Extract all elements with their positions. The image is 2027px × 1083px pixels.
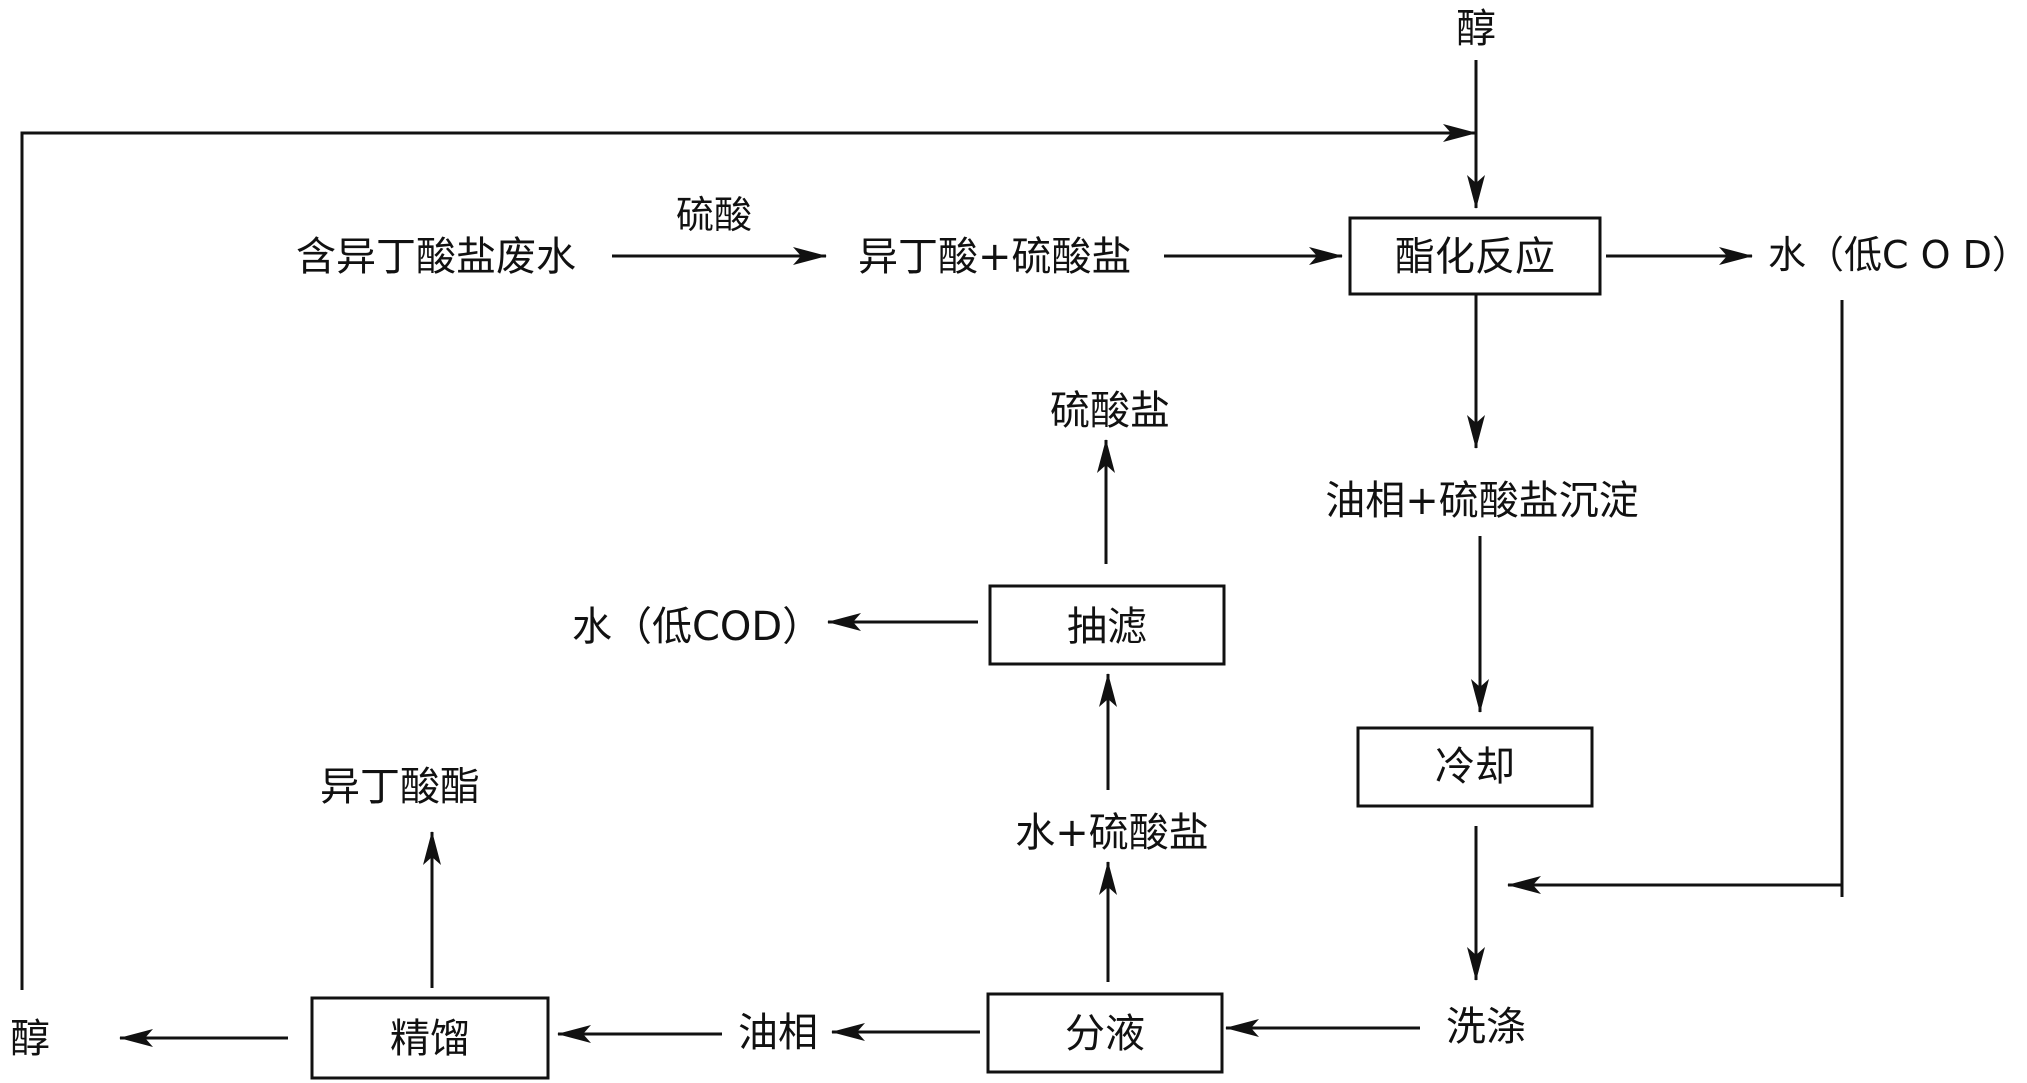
acid-plus-salt-label: 异丁酸+硫酸盐 [858,234,1132,280]
esterification-box [1348,216,1602,296]
alcohol-bottom-label: 醇 [10,1016,50,1062]
oil-plus-precipitate-label: 油相+硫酸盐沉淀 [1325,478,1639,524]
rectification-label: 精馏 [390,1016,470,1062]
cooling-label: 冷却 [1435,744,1515,790]
alcohol-top-label: 醇 [1456,6,1496,52]
suction-filtration-label: 抽滤 [1067,604,1147,650]
recycle-alcohol-line [20,131,1476,990]
cooling-box [1356,726,1594,808]
isobutyrate-ester-label: 异丁酸酯 [320,764,480,810]
water-low-cod-right-label: 水（低C O D） [1768,233,2027,277]
washing-label: 洗涤 [1446,1004,1526,1050]
water-low-cod-left-label: 水（低COD） [572,604,822,650]
suction-filtration-box [988,584,1226,666]
separation-label: 分液 [1065,1011,1145,1057]
separation-box [986,992,1224,1074]
sulfate-label: 硫酸盐 [1050,388,1170,434]
sulfuric-acid-label: 硫酸 [676,193,752,237]
wastewater-label: 含异丁酸盐废水 [296,234,576,280]
water-plus-salt-label: 水+硫酸盐 [1015,810,1209,856]
oil-phase-label: 油相 [738,1010,818,1056]
esterification-label: 酯化反应 [1395,234,1555,280]
rectification-box [310,996,550,1080]
